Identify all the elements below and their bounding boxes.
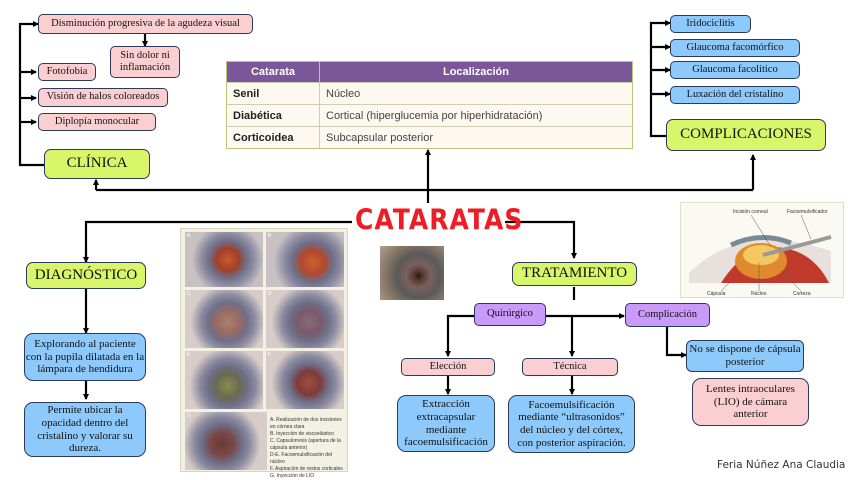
table-row: Diabética Cortical (hiperglucemia por hi… — [226, 104, 633, 127]
complicacion-item-iridociclitis: Iridociclitis — [670, 15, 751, 33]
legend-item: F. Aspiración de restos corticales — [270, 466, 343, 472]
clinica-item-fotofobia: Fotofobia — [38, 63, 96, 81]
panel-label: B — [268, 233, 272, 239]
complicacion-node: Complicación — [625, 303, 710, 327]
eye-anatomy-drawing — [689, 214, 832, 292]
legend-item: B. Inyección de viscoelástico — [270, 431, 334, 437]
eleccion-detail: Extracción extracapsular mediante facoem… — [397, 395, 495, 452]
complicacion-item-luxacion: Luxación del cristalino — [670, 86, 800, 104]
photo-panel-e: E — [185, 351, 263, 409]
photo-legend: A. Realización de dos incisiones en córn… — [270, 417, 346, 480]
photo-panel-d: D — [266, 290, 344, 348]
surgical-steps-photo: A B C D E F G A. Realización de dos inci… — [180, 228, 348, 479]
panel-label: A — [187, 233, 191, 239]
eye-anatomy-diagram: Incisión corneal Facoemulsificador Cápsu… — [680, 202, 844, 298]
label-capsula: Cápsula — [707, 291, 726, 297]
legend-item: D-E. Facoemulsificación del núcleo — [270, 452, 332, 465]
clinica-node: CLÍNICA — [44, 149, 150, 179]
complicacion-item-glaucoma-facomorfico: Glaucoma facomórfico — [670, 39, 800, 57]
clinica-subitem-sin-dolor: Sin dolor ni inflamación — [110, 46, 180, 78]
photo-panel-b: B — [266, 232, 344, 287]
complicacion-item-glaucoma-facolitico: Glaucoma facolítico — [670, 61, 800, 79]
author-credit: Feria Núñez Ana Claudia — [717, 459, 846, 471]
table-cell-type: Corticoidea — [226, 126, 320, 149]
panel-label: F — [268, 352, 272, 358]
complicaciones-node: COMPLICACIONES — [666, 119, 826, 151]
table-cell-location: Cortical (hiperglucemia por hiperhidrata… — [319, 104, 633, 127]
legend-item: A. Realización de dos incisiones en córn… — [270, 417, 342, 430]
tecnica-node: Técnica — [522, 358, 618, 376]
complicacion-detail: No se dispone de cápsula posterior — [686, 340, 804, 372]
photo-panel-c: C — [185, 290, 263, 348]
photo-panel-f: F — [266, 351, 344, 409]
legend-item: C. Capsulorrexis (apertura de la cápsula… — [270, 438, 341, 451]
lio-node: Lentes intraoculares (LIO) de cámara ant… — [692, 378, 809, 426]
table-cell-type: Senil — [226, 82, 320, 105]
panel-label: G — [187, 413, 191, 419]
clinica-item-halos: Visión de halos coloreados — [38, 88, 168, 107]
eleccion-node: Elección — [401, 358, 495, 376]
photo-panel-a: A — [185, 232, 263, 287]
diagnostico-step-1: Explorando al paciente con la pupila dil… — [24, 333, 146, 381]
clinica-item-agudeza: Disminución progresiva de la agudeza vis… — [38, 14, 253, 34]
panel-label: D — [268, 291, 272, 297]
label-facoemulsificador: Facoemulsificador — [787, 209, 828, 215]
label-incision-corneal: Incisión corneal — [733, 209, 768, 215]
table-header-row: Catarata Localización — [226, 61, 633, 83]
table-row: Corticoidea Subcapsular posterior — [226, 126, 633, 149]
table-header-catarata: Catarata — [226, 61, 320, 83]
main-title: CATARATAS — [355, 202, 524, 237]
table-cell-location: Núcleo — [319, 82, 633, 105]
panel-label: C — [187, 291, 191, 297]
tratamiento-node: TRATAMIENTO — [512, 262, 637, 286]
table-row: Senil Núcleo — [226, 82, 633, 105]
legend-item: G. Inyección de LIO — [270, 473, 315, 479]
diagnostico-step-2: Permite ubicar la opacidad dentro del cr… — [24, 402, 146, 457]
table-cell-type: Diabética — [226, 104, 320, 127]
label-nucleo: Núcleo — [751, 291, 767, 297]
label-corteza: Corteza — [793, 291, 811, 297]
cataract-type-table: Catarata Localización Senil Núcleo Diabé… — [226, 61, 633, 149]
table-header-localizacion: Localización — [319, 61, 633, 83]
panel-label: E — [187, 352, 191, 358]
quirurgico-node: Quirúrgico — [474, 303, 546, 326]
clinica-item-diplopia: Diplopía monocular — [38, 113, 156, 131]
table-cell-location: Subcapsular posterior — [319, 126, 633, 149]
photo-panel-g: G — [185, 412, 267, 470]
diagnostico-node: DIAGNÓSTICO — [26, 262, 146, 289]
eye-closeup-photo — [380, 246, 444, 300]
tecnica-detail: Facoemulsificación mediante “ultrasonido… — [508, 395, 635, 453]
